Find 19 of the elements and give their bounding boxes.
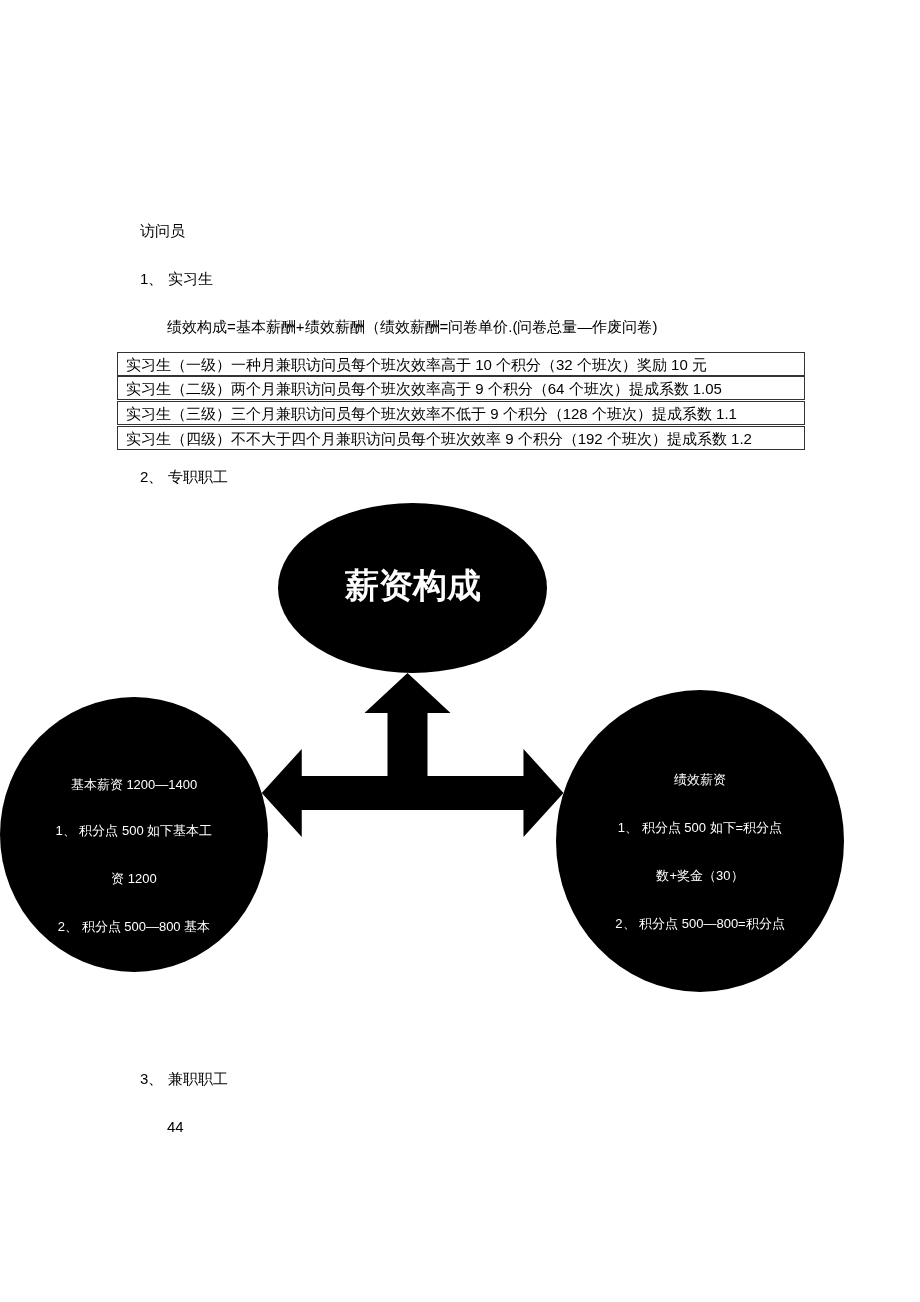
circle-text: 绩效薪资 xyxy=(673,771,727,789)
block-arrow xyxy=(261,749,564,837)
section-heading: 1、 实习生 xyxy=(140,270,213,289)
table-cell: 实习生（二级）两个月兼职访问员每个班次效率高于 9 个积分（64 个班次）提成系数 1.05 xyxy=(117,376,805,400)
formula-text: 绩效构成=基本薪酬+绩效薪酬（绩效薪酬=问卷单价.(问卷总量—作废问卷) xyxy=(167,318,658,337)
section-heading: 2、 专职职工 xyxy=(140,468,228,487)
circle-text: 1、 积分点 500 如下=积分点数+奖金（30） xyxy=(616,819,784,885)
table-cell: 实习生（一级）一种月兼职访问员每个班次效率高于 10 个积分（32 个班次）奖励 10 元 xyxy=(117,352,805,376)
heading-text: 薪资构成 xyxy=(343,565,482,605)
section-heading: 3、 兼职职工 xyxy=(140,1070,228,1089)
circle-text: 2、 积分点 500—800 基本 xyxy=(56,918,212,936)
page-number: 44 xyxy=(167,1118,184,1135)
table-cell: 实习生（四级）不不大于四个月兼职访问员每个班次效率 9 个积分（192 个班次）提成系数 1.2 xyxy=(117,426,805,450)
block-arrow xyxy=(364,673,451,776)
circle-text: 基本薪资 1200—1400 xyxy=(69,776,199,794)
circle-text: 1、 积分点 500 如下基本工资 1200 xyxy=(54,822,214,888)
section-heading: 访问员 xyxy=(140,222,185,241)
table-cell: 实习生（三级）三个月兼职访问员每个班次效率不低于 9 个积分（128 个班次）提成系数 1.1 xyxy=(117,401,805,425)
circle-text: 2、 积分点 500—800=积分点 xyxy=(615,915,785,933)
